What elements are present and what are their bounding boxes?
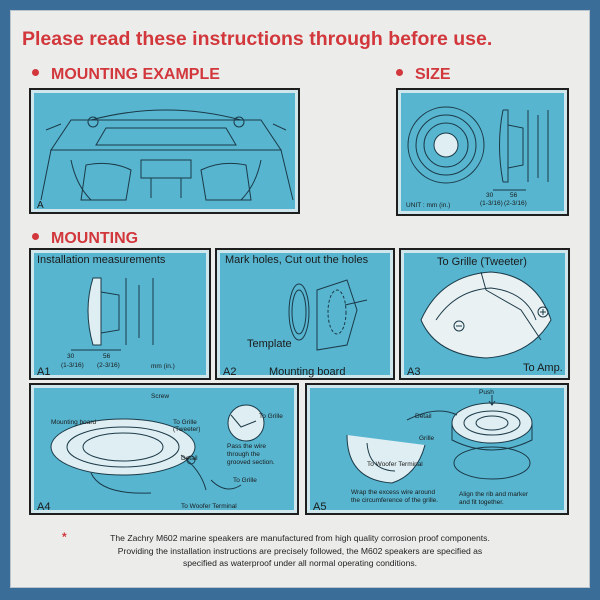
panel-a-mounting-example: A xyxy=(29,88,300,214)
size-dim-right: 56 xyxy=(510,192,518,199)
panel-a3-wiring: To Grille (Tweeter) To Amp. A3 xyxy=(399,248,570,380)
a4-board: Mounting board xyxy=(51,419,97,426)
panel-a5-grille-fit: Push Detail Grille To Woofer Terminal Wr… xyxy=(305,383,569,515)
grille-fit-diagram xyxy=(346,395,533,484)
a5-push: Push xyxy=(479,389,494,396)
a5-detail: Detail xyxy=(415,413,432,420)
speaker-mounting-diagram xyxy=(50,404,265,494)
a4-pass-wire: Pass the wire through the grooved sectio… xyxy=(227,443,275,466)
speaker-wiring-diagram xyxy=(420,271,552,359)
section-label: SIZE xyxy=(415,66,451,83)
panel-a2-mark-holes: Mark holes, Cut out the holes Template M… xyxy=(215,248,395,380)
speaker-size-diagram xyxy=(407,106,549,191)
panel-a1-installation-measurements: Installation measurements 30 (1-3/16) 56… xyxy=(29,248,211,380)
a4-to-grille2: To Grille xyxy=(233,477,257,484)
a5-woofer: To Woofer Terminal xyxy=(367,461,423,468)
template-cutout-diagram xyxy=(288,279,368,351)
a5-align: Align the rib and marker and fit togethe… xyxy=(459,491,529,506)
bullet-icon xyxy=(396,69,403,77)
waterproof-note: * The Zachry M602 marine speakers are ma… xyxy=(40,530,560,570)
panel-a4-id: A4 xyxy=(37,501,51,513)
bullet-icon xyxy=(32,233,39,241)
size-unit: UNIT : mm (in.) xyxy=(406,202,451,209)
a1-dim-left-in: (1-3/16) xyxy=(61,362,84,369)
boat-cabin-illustration xyxy=(40,109,294,201)
a1-dim-left: 30 xyxy=(67,353,75,360)
panel-a5-id: A5 xyxy=(313,501,327,513)
panel-size: 30 (1-3/16) 56 (2-3/16) UNIT : mm (in.) xyxy=(396,88,569,216)
page-title: Please read these instructions through b… xyxy=(22,28,493,50)
a1-unit: mm (in.) xyxy=(151,363,175,370)
section-label: MOUNTING EXAMPLE xyxy=(51,66,220,83)
panel-a4-grille-wiring: Screw Mounting board To Grille (Tweeter)… xyxy=(29,383,299,515)
panel-a2-heading: Mark holes, Cut out the holes xyxy=(225,254,369,266)
note-line-1: The Zachry M602 marine speakers are manu… xyxy=(110,533,490,543)
a1-dim-right-in: (2-3/16) xyxy=(97,362,120,369)
section-mounting-example: MOUNTING EXAMPLE xyxy=(32,66,220,84)
asterisk-icon: * xyxy=(62,530,67,544)
panel-a2-body xyxy=(220,253,390,375)
section-size: SIZE xyxy=(396,66,451,84)
size-dim-right-in: (2-3/16) xyxy=(504,200,527,207)
speaker-profile-diagram xyxy=(71,277,154,351)
panel-size-body xyxy=(401,93,564,211)
panel-a3-heading: To Grille (Tweeter) xyxy=(437,256,527,268)
a5-wrap: Wrap the excess wire around the circumfe… xyxy=(351,489,439,504)
panel-a-id: A xyxy=(37,200,44,211)
section-label: MOUNTING xyxy=(51,230,139,247)
note-line-2: Providing the installation instructions … xyxy=(117,545,483,556)
panel-a3-id: A3 xyxy=(407,366,421,378)
size-dim-left: 30 xyxy=(486,192,494,199)
a2-board-label: Mounting board xyxy=(269,366,346,378)
panel-a1-body xyxy=(34,253,206,375)
a5-grille: Grille xyxy=(419,435,435,442)
a2-template-label: Template xyxy=(247,338,292,350)
note-line-3: specified as waterproof under all normal… xyxy=(182,558,418,568)
bullet-icon xyxy=(32,69,39,77)
panel-a2-id: A2 xyxy=(223,366,237,378)
panel-a1-heading: Installation measurements xyxy=(37,254,166,266)
a4-to-grille: To Grille xyxy=(259,413,283,420)
panel-a1-id: A1 xyxy=(37,366,51,378)
panel-a-body xyxy=(34,93,295,209)
section-mounting: MOUNTING xyxy=(32,230,138,248)
a4-woofer: To Woofer Terminal xyxy=(181,503,237,510)
a1-dim-right: 56 xyxy=(103,353,111,360)
a4-detail: Detail xyxy=(181,455,198,462)
a3-amp-label: To Amp. xyxy=(523,362,563,374)
size-dim-left-in: (1-3/16) xyxy=(480,200,503,207)
a4-screw: Screw xyxy=(151,393,170,400)
a4-to-grille-tweeter: To Grille (Tweeter) xyxy=(173,419,201,433)
